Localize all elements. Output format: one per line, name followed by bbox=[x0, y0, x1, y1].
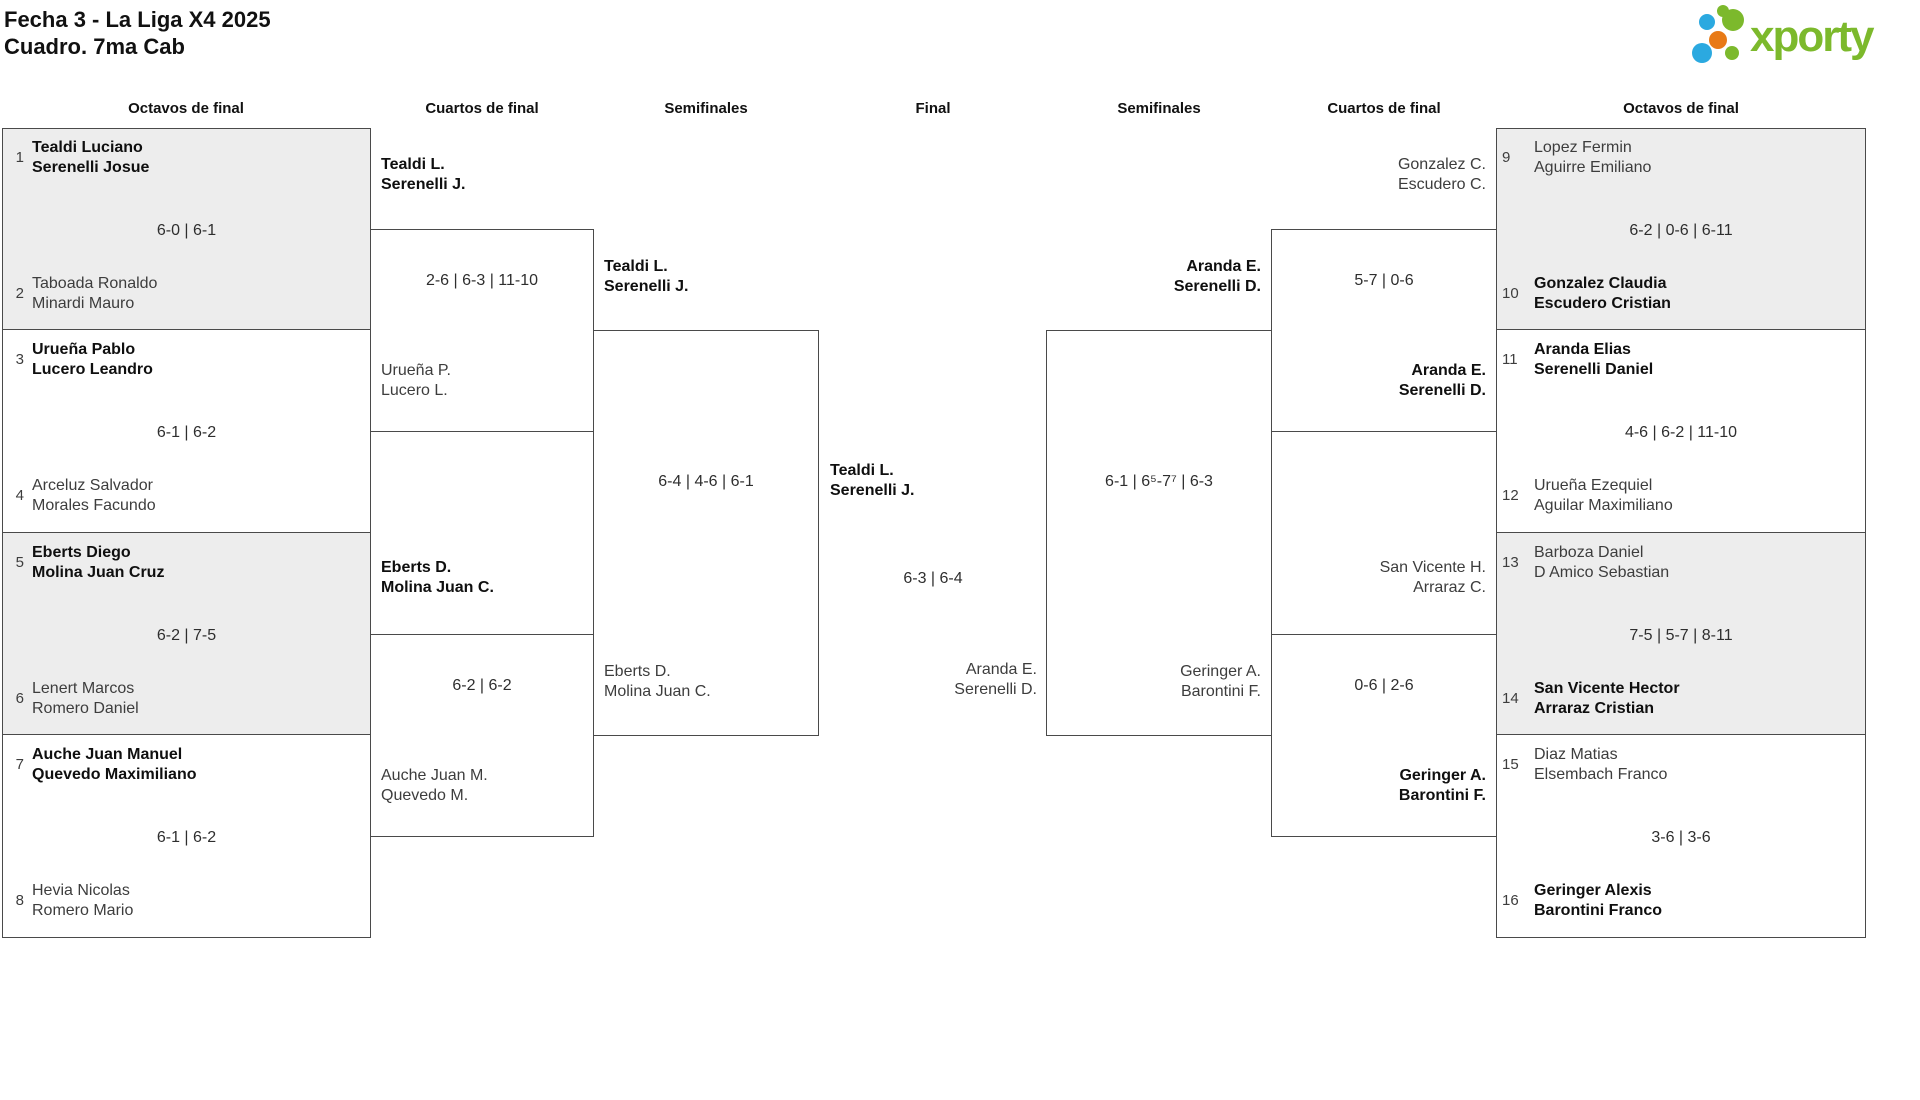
final-winner: Tealdi L. Serenelli J. bbox=[830, 462, 915, 499]
round-header-right-r16: Octavos de final bbox=[1623, 100, 1739, 117]
advancing-team: Geringer A. Barontini F. bbox=[1180, 663, 1261, 700]
advancing-team: Tealdi L. Serenelli J. bbox=[381, 156, 466, 193]
team-names: Taboada Ronaldo Minardi Mauro bbox=[32, 275, 158, 312]
seed: 15 bbox=[1502, 756, 1519, 773]
match-box-qf-right-1 bbox=[1271, 229, 1497, 432]
seed: 5 bbox=[15, 554, 24, 571]
team-names: Arceluz Salvador Morales Facundo bbox=[32, 477, 156, 514]
seed: 13 bbox=[1502, 554, 1519, 571]
match-score: 3-6 | 3-6 bbox=[1651, 829, 1711, 846]
advancing-team: Tealdi L. Serenelli J. bbox=[604, 258, 689, 295]
logo-dot-green-small-bottom bbox=[1725, 46, 1739, 60]
round-header-left-sf: Semifinales bbox=[664, 100, 748, 117]
seed: 4 bbox=[15, 487, 24, 504]
logo-dot-orange bbox=[1709, 31, 1727, 49]
xporty-logo bbox=[1690, 0, 1920, 70]
team-names: Aranda Elias Serenelli Daniel bbox=[1534, 341, 1654, 378]
seed: 11 bbox=[1502, 351, 1518, 368]
match-score: 6-1 | 6-2 bbox=[156, 829, 217, 846]
match-box-sf-left bbox=[593, 330, 819, 736]
match-score: 0-6 | 2-6 bbox=[1354, 677, 1414, 694]
team-names: Gonzalez Claudia Escudero Cristian bbox=[1534, 275, 1671, 312]
match-score: 5-7 | 0-6 bbox=[1354, 272, 1414, 289]
match-box-sf-right bbox=[1046, 330, 1272, 736]
logo-wordmark: xporty bbox=[1750, 12, 1874, 61]
seed: 2 bbox=[15, 285, 24, 302]
seed: 12 bbox=[1502, 487, 1519, 504]
match-score: 6-2 | 6-2 bbox=[452, 677, 512, 694]
match-score: 6-1 | 6-2 bbox=[156, 424, 217, 441]
team-names: Lopez Fermin Aguirre Emiliano bbox=[1534, 139, 1652, 176]
advancing-team: Urueña P. Lucero L. bbox=[381, 362, 451, 399]
match-score: 7-5 | 5-7 | 8-11 bbox=[1629, 627, 1733, 644]
advancing-team: Aranda E. Serenelli D. bbox=[1398, 362, 1486, 399]
round-header-left-qf: Cuartos de final bbox=[425, 100, 539, 117]
seed: 1 bbox=[15, 149, 24, 166]
match-score: 6-2 | 7-5 bbox=[156, 627, 217, 644]
advancing-team: Auche Juan M. Quevedo M. bbox=[381, 767, 488, 804]
round-header-left-r16: Octavos de final bbox=[128, 100, 244, 117]
team-names: Hevia Nicolas Romero Mario bbox=[32, 882, 134, 919]
round-header-right-sf: Semifinales bbox=[1117, 100, 1201, 117]
advancing-team: San Vicente H. Arraraz C. bbox=[1379, 559, 1486, 596]
match-score: 6-2 | 0-6 | 6-11 bbox=[1629, 222, 1733, 239]
match-box-r16-right-3 bbox=[1496, 532, 1866, 735]
team-names: Eberts Diego Molina Juan Cruz bbox=[32, 544, 165, 581]
final-score: 6-3 | 6-4 bbox=[903, 570, 963, 587]
match-score: 6-0 | 6-1 bbox=[156, 222, 217, 239]
match-score: 6-4 | 4-6 | 6-1 bbox=[658, 473, 754, 490]
team-names: Lenert Marcos Romero Daniel bbox=[32, 680, 139, 717]
match-score: 2-6 | 6-3 | 11-10 bbox=[425, 272, 539, 289]
match-box-qf-left-1 bbox=[370, 229, 594, 432]
match-box-qf-right-2 bbox=[1271, 634, 1497, 837]
team-names: Urueña Pablo Lucero Leandro bbox=[32, 341, 153, 378]
logo-dot-blue-large bbox=[1692, 43, 1712, 63]
advancing-team: Gonzalez C. Escudero C. bbox=[1397, 156, 1486, 193]
match-box-r16-right-1 bbox=[1496, 128, 1866, 330]
advancing-team: Aranda E. Serenelli D. bbox=[1173, 258, 1261, 295]
team-names: Barboza Daniel D Amico Sebastian bbox=[1534, 544, 1670, 581]
match-score: 6-1 | 6⁵-7⁷ | 6-3 bbox=[1105, 473, 1213, 490]
seed: 14 bbox=[1502, 690, 1519, 707]
team-names: Geringer Alexis Barontini Franco bbox=[1534, 882, 1663, 919]
logo-dot-green-large bbox=[1722, 9, 1744, 31]
match-score: 4-6 | 6-2 | 11-10 bbox=[1624, 424, 1738, 441]
team-names: Diaz Matias Elsembach Franco bbox=[1534, 746, 1668, 783]
round-header-right-qf: Cuartos de final bbox=[1327, 100, 1441, 117]
page-title: Fecha 3 - La Liga X4 2025 bbox=[4, 7, 271, 32]
advancing-team: Geringer A. Barontini F. bbox=[1398, 767, 1486, 804]
seed: 10 bbox=[1502, 285, 1519, 302]
seed: 9 bbox=[1502, 149, 1511, 166]
page-subtitle: Cuadro. 7ma Cab bbox=[4, 34, 185, 59]
seed: 16 bbox=[1502, 892, 1519, 909]
round-header-final: Final bbox=[915, 100, 951, 117]
final-runner-up: Aranda E. Serenelli D. bbox=[954, 661, 1037, 698]
logo-dot-blue-small bbox=[1699, 14, 1715, 30]
seed: 8 bbox=[15, 892, 24, 909]
match-box-r16-left-1 bbox=[2, 128, 371, 330]
seed: 3 bbox=[15, 351, 24, 368]
seed: 7 bbox=[15, 756, 24, 773]
advancing-team: Eberts D. Molina Juan C. bbox=[604, 663, 711, 700]
team-names: San Vicente Hector Arraraz Cristian bbox=[1534, 680, 1680, 717]
advancing-team: Eberts D. Molina Juan C. bbox=[381, 559, 494, 596]
team-names: Tealdi Luciano Serenelli Josue bbox=[32, 139, 150, 176]
team-names: Auche Juan Manuel Quevedo Maximiliano bbox=[32, 746, 197, 783]
seed: 6 bbox=[15, 690, 24, 707]
team-names: Urueña Ezequiel Aguilar Maximiliano bbox=[1534, 477, 1673, 514]
match-box-qf-left-2 bbox=[370, 634, 594, 837]
